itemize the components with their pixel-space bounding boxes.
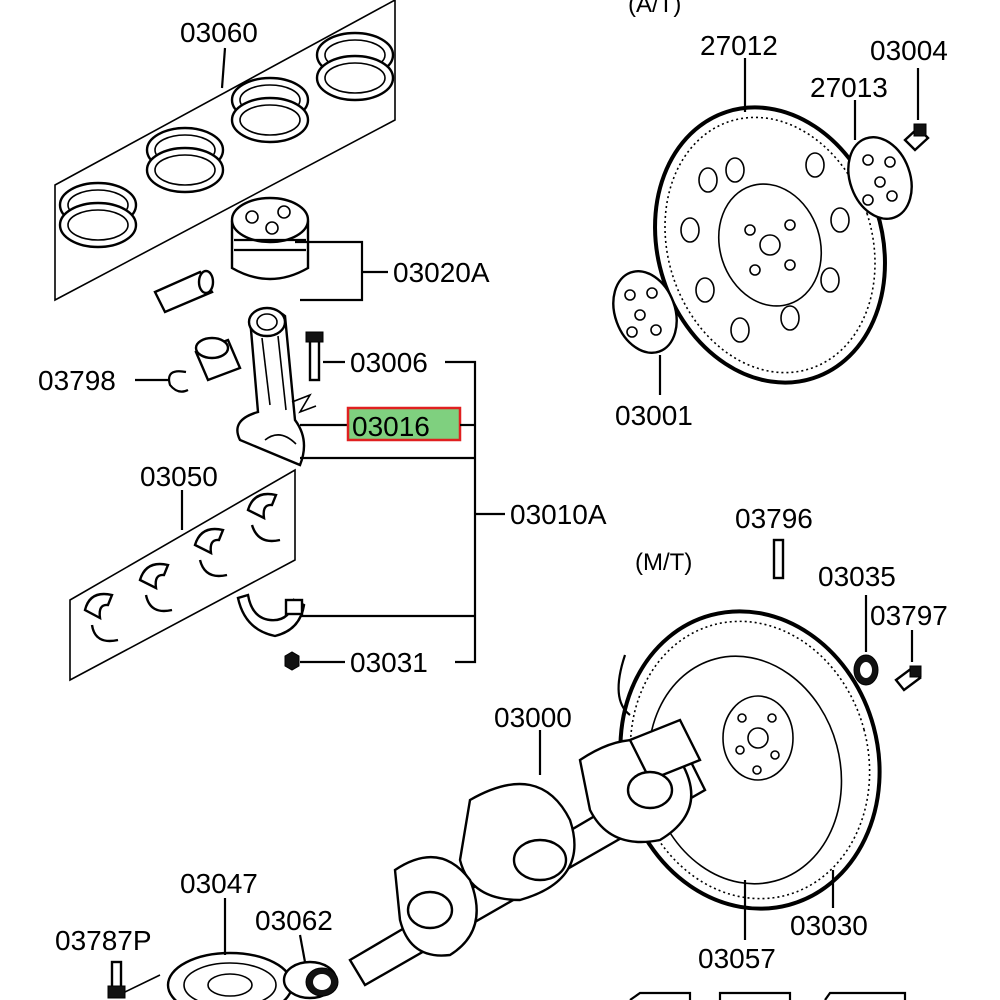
callout-03796[interactable]: 03796 bbox=[735, 503, 813, 534]
callout-03060[interactable]: 03060 bbox=[180, 17, 258, 48]
piston-assembly[interactable] bbox=[153, 196, 310, 314]
rod-bolt[interactable] bbox=[305, 331, 324, 382]
piston-pin-bushing[interactable] bbox=[194, 336, 242, 382]
callout-03010A[interactable]: 03010A bbox=[510, 499, 607, 530]
rod-cap[interactable] bbox=[236, 593, 306, 638]
callout-27012[interactable]: 27012 bbox=[700, 30, 778, 61]
callout-03020A[interactable]: 03020A bbox=[393, 257, 490, 288]
spacer-plate-03001[interactable] bbox=[602, 262, 687, 361]
flywheel-03030[interactable] bbox=[588, 582, 913, 938]
callout-03787P[interactable]: 03787P bbox=[55, 925, 152, 956]
callout-03004[interactable]: 03004 bbox=[870, 35, 948, 66]
callout-03000[interactable]: 03000 bbox=[494, 702, 572, 733]
crankshaft-03000[interactable] bbox=[348, 718, 707, 987]
label-automatic: (A/T) bbox=[628, 0, 681, 18]
callout-03031[interactable]: 03031 bbox=[350, 647, 428, 678]
bolt-03797[interactable] bbox=[894, 665, 922, 692]
label-manual: (M/T) bbox=[635, 549, 692, 576]
sprocket-03062[interactable] bbox=[282, 960, 339, 1000]
callout-03006[interactable]: 03006 bbox=[350, 347, 428, 378]
piston-pin[interactable] bbox=[153, 269, 215, 314]
piston-rings-group: 03060 bbox=[54, 0, 396, 302]
bolt-03004[interactable] bbox=[903, 123, 930, 152]
callout-03030[interactable]: 03030 bbox=[790, 910, 868, 941]
bolt-03787P[interactable] bbox=[107, 960, 126, 999]
crank-pulley-03047[interactable] bbox=[166, 951, 294, 1000]
callout-03001[interactable]: 03001 bbox=[615, 400, 693, 431]
dowel-pin-03796[interactable] bbox=[772, 538, 785, 580]
snap-ring-03798[interactable] bbox=[168, 370, 189, 393]
callout-27013[interactable]: 27013 bbox=[810, 72, 888, 103]
callout-03047[interactable]: 03047 bbox=[180, 868, 258, 899]
bearing-set[interactable] bbox=[69, 468, 296, 682]
callout-03798[interactable]: 03798 bbox=[38, 365, 116, 396]
callout-03062[interactable]: 03062 bbox=[255, 905, 333, 936]
callout-03050[interactable]: 03050 bbox=[140, 461, 218, 492]
drive-plate-27012[interactable] bbox=[620, 77, 920, 413]
callout-03057[interactable]: 03057 bbox=[698, 943, 776, 974]
piston-ring-set[interactable] bbox=[58, 31, 395, 249]
callout-03035[interactable]: 03035 bbox=[818, 561, 896, 592]
ring-03035[interactable] bbox=[853, 654, 879, 686]
adapter-plate-27013[interactable] bbox=[837, 128, 922, 227]
callout-03797[interactable]: 03797 bbox=[870, 600, 948, 631]
callout-03016[interactable]: 03016 bbox=[352, 411, 430, 442]
highlight-box-03016[interactable] bbox=[346, 406, 462, 442]
connecting-rod[interactable] bbox=[236, 306, 306, 467]
rod-nut[interactable] bbox=[284, 651, 300, 671]
